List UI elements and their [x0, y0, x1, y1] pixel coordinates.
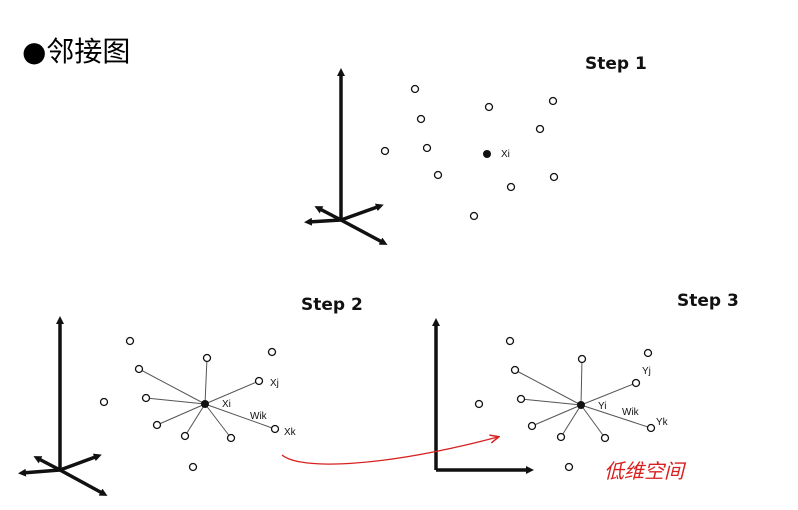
data-point — [549, 172, 559, 182]
data-point — [422, 143, 432, 153]
low-dim-space-note: 低维空间 — [604, 459, 687, 483]
center-label: Xi — [501, 149, 510, 160]
data-point — [527, 421, 537, 431]
data-point — [180, 431, 190, 441]
step-1-panel: Step 1 Xi — [304, 54, 647, 245]
data-point — [202, 353, 212, 363]
step-1-title: Step 1 — [585, 54, 647, 74]
neighbor-label-j: Xj — [270, 378, 279, 389]
step-2-points — [99, 336, 280, 472]
step-3-points — [474, 336, 656, 472]
data-point — [226, 433, 236, 443]
neighbor-label-j: Yj — [642, 366, 651, 377]
step-3-axes — [432, 318, 534, 474]
data-point — [516, 394, 526, 404]
data-point — [469, 211, 479, 221]
weight-label: Wik — [622, 407, 640, 418]
data-point — [600, 433, 610, 443]
step-2-title: Step 2 — [301, 295, 363, 315]
center-point — [577, 401, 585, 409]
data-point — [577, 354, 587, 364]
transition-arrow — [281, 437, 498, 465]
data-point — [474, 399, 484, 409]
neighbor-label-k: Xk — [284, 427, 297, 438]
data-point — [152, 420, 162, 430]
data-point — [188, 462, 198, 472]
data-point — [270, 424, 280, 434]
step-3-panel: Step 3 — [432, 291, 739, 474]
data-point — [267, 347, 277, 357]
center-point — [483, 150, 491, 158]
data-point — [631, 378, 641, 388]
data-point — [643, 348, 653, 358]
data-point — [510, 365, 520, 375]
data-point — [380, 146, 390, 156]
data-point — [535, 124, 545, 134]
data-point — [505, 336, 515, 346]
data-point — [416, 114, 426, 124]
data-point — [564, 462, 574, 472]
data-point — [433, 170, 443, 180]
step-3-edges — [514, 358, 652, 439]
data-point — [254, 376, 264, 386]
data-point — [125, 336, 135, 346]
center-label: Yi — [598, 401, 607, 412]
center-point — [201, 400, 209, 408]
data-point — [141, 393, 151, 403]
data-point — [134, 364, 144, 374]
slide-heading: ●邻接图 — [22, 35, 131, 68]
step-1-axes — [304, 68, 388, 245]
data-point — [410, 84, 420, 94]
neighbor-label-k: Yk — [656, 417, 669, 428]
data-point — [646, 423, 656, 433]
data-point — [548, 96, 558, 106]
data-point — [556, 432, 566, 442]
data-point — [506, 182, 516, 192]
step-2-axes — [18, 316, 108, 496]
data-point — [99, 397, 109, 407]
step-2-panel: Step 2 — [18, 295, 363, 496]
step-1-points — [380, 84, 559, 221]
weight-label: Wik — [250, 411, 268, 422]
step-2-edges — [138, 357, 276, 439]
data-point — [484, 102, 494, 112]
center-label: Xi — [222, 399, 231, 410]
step-3-title: Step 3 — [677, 291, 739, 311]
